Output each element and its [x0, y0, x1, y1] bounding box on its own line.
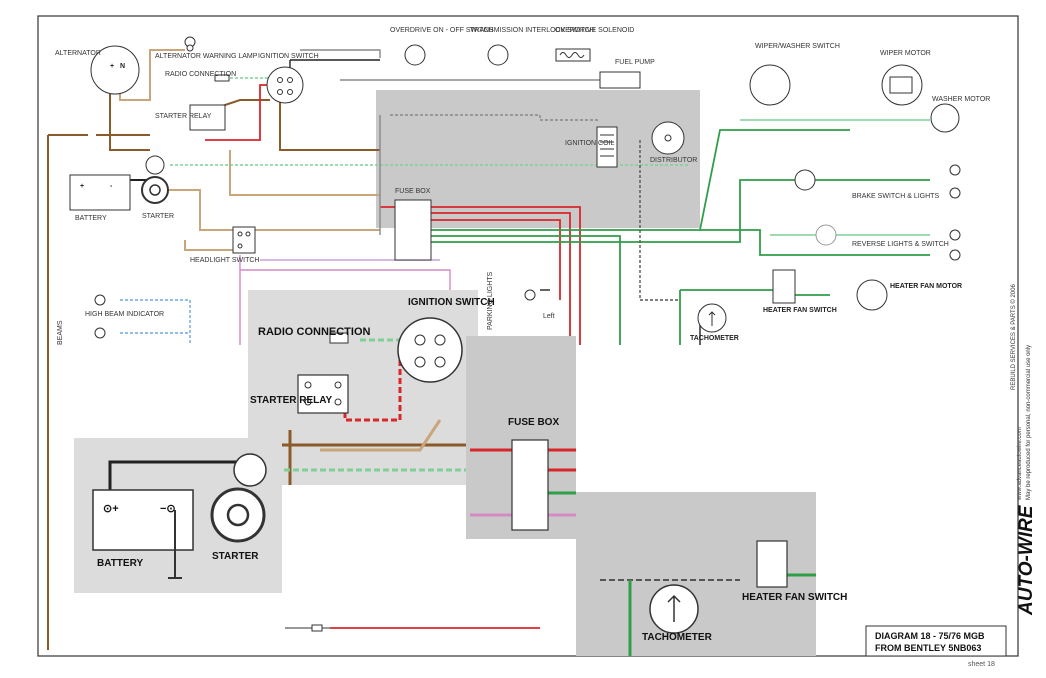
svg-text:+: +	[80, 183, 84, 190]
svg-text:WIPER MOTOR: WIPER MOTOR	[880, 50, 931, 57]
washer-motor: WASHER MOTOR	[930, 96, 990, 133]
alternator: + N ALTERNATOR	[55, 45, 140, 95]
svg-text:−⊙: −⊙	[160, 503, 176, 515]
svg-text:WASHER MOTOR: WASHER MOTOR	[932, 96, 990, 103]
brake-switch-lights: BRAKE SWITCH & LIGHTS	[794, 164, 961, 200]
bottom-fuse	[285, 624, 330, 632]
svg-text:FUEL PUMP: FUEL PUMP	[615, 59, 655, 66]
svg-text:sheet 18: sheet 18	[968, 661, 995, 668]
svg-text:-: -	[110, 183, 113, 190]
svg-text:IGNITION COIL: IGNITION COIL	[565, 140, 615, 147]
svg-text:PARKING LIGHTS: PARKING LIGHTS	[487, 271, 494, 330]
svg-text:DISTRIBUTOR: DISTRIBUTOR	[650, 157, 697, 164]
radio-connection-small: RADIO CONNECTION	[165, 71, 236, 82]
svg-text:BATTERY: BATTERY	[75, 215, 107, 222]
fuel-pump: FUEL PUMP	[599, 59, 655, 89]
reverse-lights-switch: REVERSE LIGHTS & SWITCH	[815, 224, 961, 261]
inset-fuse-box: FUSE BOX	[466, 336, 576, 539]
sheet-border	[37, 15, 1019, 657]
svg-text:Left: Left	[543, 313, 555, 320]
wiper-washer-switch: WIPER/WASHER SWITCH	[749, 43, 840, 106]
svg-text:N: N	[120, 63, 125, 70]
svg-text:REVERSE LIGHTS & SWITCH: REVERSE LIGHTS & SWITCH	[852, 241, 949, 248]
distributor: DISTRIBUTOR	[650, 121, 697, 164]
svg-text:FUSE BOX: FUSE BOX	[395, 188, 431, 195]
heater-fan-motor: HEATER FAN MOTOR	[856, 279, 962, 311]
svg-text:TACHOMETER: TACHOMETER	[690, 335, 739, 342]
svg-text:IGNITION SWITCH: IGNITION SWITCH	[258, 53, 319, 60]
title-block: DIAGRAM 18 - 75/76 MGB FROM BENTLEY 5NB0…	[865, 625, 1007, 668]
fuse-box-small: FUSE BOX	[394, 188, 432, 261]
side-credits: www.advanceautowire.com May be reproduce…	[1010, 284, 1037, 616]
high-beam-indicator: HIGH BEAM INDICATOR BEAMS	[57, 294, 164, 345]
ignition-switch-small: IGNITION SWITCH	[258, 53, 319, 104]
svg-text:BATTERY: BATTERY	[97, 558, 143, 569]
svg-text:HEATER FAN SWITCH: HEATER FAN SWITCH	[763, 307, 837, 314]
svg-text:RADIO CONNECTION: RADIO CONNECTION	[258, 326, 371, 338]
svg-text:ALTERNATOR: ALTERNATOR	[55, 50, 101, 57]
starter-small: STARTER	[141, 155, 174, 220]
inset-battery-starter: ⊙+ −⊙ BATTERY STARTER	[74, 438, 282, 593]
transmission-interlock-switch: TRANSMISSION INTERLOCK SWITCH	[470, 27, 595, 66]
inset-ignition-relay: IGNITION SWITCH RADIO CONNECTION STARTER…	[248, 290, 495, 485]
svg-text:www.advanceautowire.com: www.advanceautowire.com	[1017, 427, 1023, 501]
svg-text:TACHOMETER: TACHOMETER	[642, 632, 713, 643]
wiper-motor: WIPER MOTOR	[880, 50, 931, 106]
heater-fan-switch-small: HEATER FAN SWITCH	[763, 269, 837, 314]
svg-text:STARTER: STARTER	[212, 551, 259, 562]
svg-text:REBUILD SERVICES & PARTS © 200: REBUILD SERVICES & PARTS © 2006	[1010, 284, 1017, 390]
svg-text:FUSE BOX: FUSE BOX	[508, 417, 559, 428]
ignition-coil: IGNITION COIL	[565, 126, 618, 168]
svg-text:TRANSMISSION INTERLOCK SWITCH: TRANSMISSION INTERLOCK SWITCH	[470, 27, 595, 34]
overdrive-solenoid: OVERDRIVE SOLENOID	[555, 27, 634, 62]
svg-text:May be reproduced for personal: May be reproduced for personal, non-comm…	[1026, 345, 1032, 500]
wire-red-group	[205, 84, 581, 629]
svg-text:HEATER FAN MOTOR: HEATER FAN MOTOR	[890, 283, 962, 290]
battery-small: + - BATTERY	[69, 174, 131, 222]
svg-text:HIGH BEAM INDICATOR: HIGH BEAM INDICATOR	[85, 311, 164, 318]
svg-text:BRAKE SWITCH & LIGHTS: BRAKE SWITCH & LIGHTS	[852, 193, 939, 200]
svg-text:DIAGRAM 18 - 75/76 MGB: DIAGRAM 18 - 75/76 MGB	[875, 631, 985, 641]
svg-text:STARTER: STARTER	[142, 213, 174, 220]
starter-relay-small: STARTER RELAY	[155, 104, 226, 131]
svg-text:OVERDRIVE ON - OFF SWITCH: OVERDRIVE ON - OFF SWITCH	[390, 27, 493, 34]
svg-text:+: +	[110, 63, 114, 70]
svg-text:WIPER/WASHER SWITCH: WIPER/WASHER SWITCH	[755, 43, 840, 50]
headlight-switch: HEADLIGHT SWITCH	[190, 226, 260, 264]
svg-text:OVERDRIVE SOLENOID: OVERDRIVE SOLENOID	[555, 27, 634, 34]
inset-tachometer: TACHOMETER HEATER FAN SWITCH	[576, 492, 847, 656]
svg-text:FROM BENTLEY 5NB063: FROM BENTLEY 5NB063	[875, 643, 981, 653]
svg-text:IGNITION SWITCH: IGNITION SWITCH	[408, 297, 495, 308]
autowire-logo: AUTO-WIRE	[1016, 504, 1037, 616]
svg-text:STARTER RELAY: STARTER RELAY	[155, 113, 212, 120]
svg-text:HEATER FAN SWITCH: HEATER FAN SWITCH	[742, 592, 847, 603]
alternator-warning-lamp: ALTERNATOR WARNING LAMP	[155, 36, 258, 60]
overdrive-switch: OVERDRIVE ON - OFF SWITCH	[390, 27, 493, 66]
svg-text:BEAMS: BEAMS	[57, 320, 64, 345]
svg-text:STARTER RELAY: STARTER RELAY	[250, 395, 333, 406]
left-lamp: Left PARKING LIGHTS	[487, 271, 555, 330]
svg-text:ALTERNATOR WARNING LAMP: ALTERNATOR WARNING LAMP	[155, 53, 258, 60]
svg-text:HEADLIGHT SWITCH: HEADLIGHT SWITCH	[190, 257, 260, 264]
wire-green-group	[430, 129, 930, 345]
tachometer-small: TACHOMETER	[690, 303, 739, 342]
svg-text:RADIO CONNECTION: RADIO CONNECTION	[165, 71, 236, 78]
svg-text:⊙+: ⊙+	[103, 503, 119, 515]
wire-lightgreen-group	[170, 77, 930, 236]
